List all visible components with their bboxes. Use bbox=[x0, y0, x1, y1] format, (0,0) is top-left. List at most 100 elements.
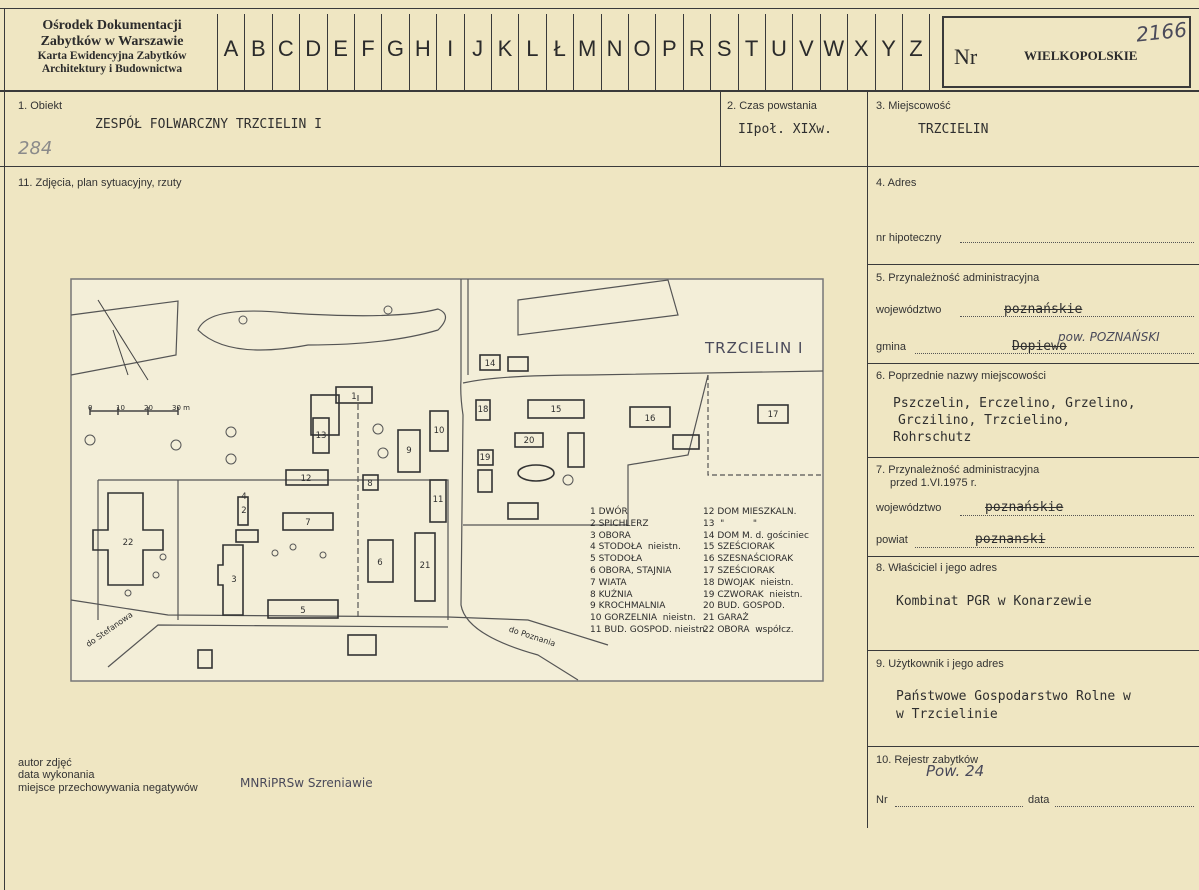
scale-label: 20 bbox=[144, 404, 153, 412]
svg-text:15: 15 bbox=[551, 405, 562, 415]
legend-item: 16 SZESNAŚCIORAK bbox=[703, 554, 794, 565]
index-letter: T bbox=[744, 36, 759, 61]
field-6-line1: Pszczelin, Erczelino, Grzelino, bbox=[893, 396, 1136, 411]
field-8-value: Kombinat PGR w Konarzewie bbox=[896, 594, 1092, 609]
nr-label: Nr bbox=[954, 44, 978, 69]
svg-text:17: 17 bbox=[768, 410, 779, 420]
index-letter: U bbox=[771, 36, 787, 61]
legend-item: 1 DWÓR bbox=[590, 507, 628, 517]
field-5-gmina-handwritten: pow. POZNAŃSKI bbox=[1058, 330, 1160, 344]
field-1-value: ZESPÓŁ FOLWARCZNY TRZCIELIN I bbox=[95, 117, 322, 132]
institution-line4: Architektury i Budownictwa bbox=[41, 63, 183, 76]
index-letter: K bbox=[497, 36, 513, 61]
field-6-label: 6. Poprzednie nazwy miejscowości bbox=[876, 370, 1046, 382]
index-letter: C bbox=[277, 36, 294, 61]
field-10-label: 10. Rejestr zabytków bbox=[876, 754, 979, 766]
border-top bbox=[0, 8, 1199, 9]
legend-item: 17 SZEŚCIORAK bbox=[703, 565, 775, 576]
index-letter: M bbox=[578, 36, 597, 61]
field-10-handwritten: Pow. 24 bbox=[926, 762, 985, 780]
photo-date-label: data wykonania bbox=[18, 769, 95, 781]
field-2-label: 2. Czas powstania bbox=[727, 100, 817, 112]
field-7-pow-value: poznanski bbox=[975, 532, 1046, 547]
scale-bar bbox=[89, 407, 179, 415]
legend-item: 13 " " bbox=[703, 518, 758, 529]
svg-text:13: 13 bbox=[316, 431, 327, 441]
index-letter: S bbox=[716, 36, 732, 61]
legend-item: 5 STODOŁA bbox=[590, 554, 643, 565]
legend-item: 2 SPICHLERZ bbox=[590, 518, 649, 529]
index-letter: W bbox=[823, 36, 845, 61]
legend-item: 19 CZWORAK nieistn. bbox=[703, 589, 803, 600]
index-letter: P bbox=[662, 36, 677, 61]
index-letter: Y bbox=[881, 36, 896, 61]
field-10-nr-label: Nr bbox=[876, 794, 888, 806]
header-bottom-rule bbox=[0, 90, 1199, 92]
index-letter: Ł bbox=[553, 36, 566, 61]
field-1-handwritten: 284 bbox=[18, 138, 53, 159]
field-7-pow-label: powiat bbox=[876, 534, 908, 546]
scale-label: 10 bbox=[116, 404, 125, 412]
field-5-label: 5. Przynależność administracyjna bbox=[876, 272, 1040, 284]
legend-item: 20 BUD. GOSPOD. bbox=[703, 601, 785, 612]
legend-item: 7 WIATA bbox=[590, 577, 627, 588]
svg-text:5: 5 bbox=[300, 606, 305, 616]
svg-text:14: 14 bbox=[485, 359, 496, 369]
field-3-value: TRZCIELIN bbox=[918, 122, 989, 137]
svg-text:11: 11 bbox=[433, 495, 444, 505]
index-letter: H bbox=[414, 36, 431, 61]
index-letter: F bbox=[361, 36, 375, 61]
svg-text:19: 19 bbox=[480, 453, 491, 463]
svg-text:9: 9 bbox=[406, 446, 411, 456]
negatives-location-label: miejsce przechowywania negatywów bbox=[18, 782, 198, 794]
north-arrow-icon bbox=[97, 299, 149, 381]
legend-item: 11 BUD. GOSPOD. nieistn. bbox=[590, 624, 708, 635]
field-9-line1: Państwowe Gospodarstwo Rolne w bbox=[896, 689, 1131, 704]
legend-item: 6 OBORA, STAJNIA bbox=[590, 565, 672, 576]
svg-text:12: 12 bbox=[301, 474, 312, 484]
index-letter: V bbox=[799, 36, 814, 61]
institution-line2: Zabytków w Warszawie bbox=[40, 34, 184, 50]
svg-text:18: 18 bbox=[478, 405, 489, 415]
index-letter: O bbox=[633, 36, 651, 61]
field-4-hip-label: nr hipoteczny bbox=[876, 232, 942, 244]
index-letter: L bbox=[526, 36, 539, 61]
field-3-label: 3. Miejscowość bbox=[876, 100, 951, 112]
svg-text:10: 10 bbox=[434, 426, 445, 436]
field-8-label: 8. Właściciel i jego adres bbox=[876, 562, 998, 574]
region-name: WIELKOPOLSKIE bbox=[1024, 48, 1138, 63]
institution-line3: Karta Ewidencyjna Zabytków bbox=[37, 50, 187, 63]
field-6-line2: Grczilino, Trzcielino, bbox=[898, 413, 1071, 428]
legend-item: 15 SZEŚCIORAK bbox=[703, 542, 775, 553]
legend-item: 12 DOM MIESZKALN. bbox=[703, 507, 797, 517]
legend-item: 18 DWOJAK nieistn. bbox=[703, 577, 794, 588]
index-letter: D bbox=[305, 36, 322, 61]
photo-author-label: autor zdjęć bbox=[18, 757, 72, 769]
svg-text:16: 16 bbox=[645, 414, 656, 424]
border-left bbox=[4, 8, 5, 890]
field-5-woj-value: poznańskie bbox=[1004, 302, 1083, 317]
card-number-handwritten: 2166 bbox=[1134, 17, 1189, 47]
field-5-gmina-label: gmina bbox=[876, 341, 906, 353]
field-4-label: 4. Adres bbox=[876, 177, 917, 189]
index-letter: R bbox=[688, 36, 705, 61]
institution-block: Ośrodek Dokumentacji Zabytków w Warszawi… bbox=[14, 18, 210, 77]
svg-text:8: 8 bbox=[367, 479, 372, 489]
svg-text:4: 4 bbox=[241, 492, 246, 502]
field-7-label-line1: 7. Przynależność administracyjna bbox=[876, 464, 1040, 476]
index-letter: A bbox=[223, 36, 239, 61]
institution-line1: Ośrodek Dokumentacji bbox=[42, 18, 182, 33]
legend-item: 3 OBORA bbox=[590, 530, 631, 541]
svg-text:21: 21 bbox=[420, 561, 431, 571]
field-9-line2: w Trzcielinie bbox=[896, 707, 998, 722]
scale-label: 30 m bbox=[172, 404, 190, 412]
svg-text:2: 2 bbox=[241, 506, 246, 516]
field-10-data-label: data bbox=[1028, 794, 1050, 806]
svg-text:6: 6 bbox=[377, 558, 382, 568]
field-11-label: 11. Zdjęcia, plan sytuacyjny, rzuty bbox=[18, 177, 182, 189]
field-5-gmina-value: Dopiewo bbox=[1012, 339, 1067, 354]
index-letter: G bbox=[386, 36, 404, 61]
svg-text:20: 20 bbox=[524, 436, 535, 446]
